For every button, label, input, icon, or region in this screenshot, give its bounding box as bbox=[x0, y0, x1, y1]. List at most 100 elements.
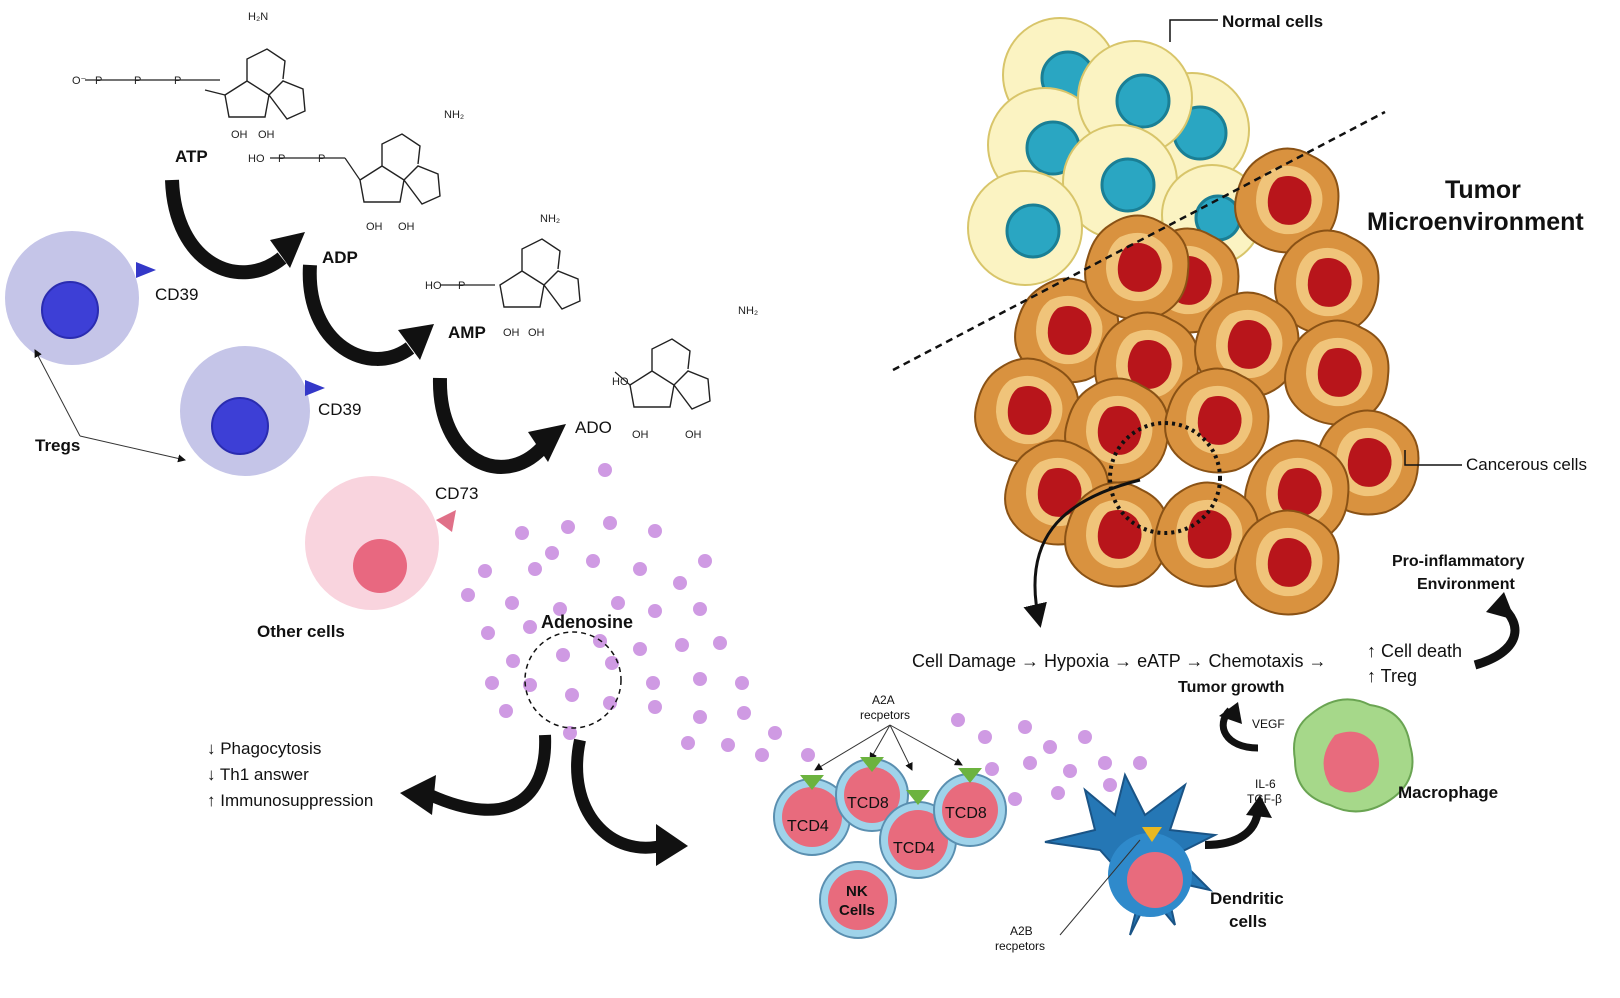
adenosine-dot bbox=[499, 704, 513, 718]
cascade-text: Cell Damage → Hypoxia → eATP → Chemotaxi… bbox=[912, 651, 1327, 671]
adenosine-dot bbox=[673, 576, 687, 590]
nk-cell bbox=[819, 861, 897, 939]
adenosine-dot bbox=[603, 696, 617, 710]
adenosine-dot bbox=[693, 672, 707, 686]
adenosine-dot bbox=[1133, 756, 1147, 770]
effect-immunosuppression: ↑ Immunosuppression bbox=[207, 791, 374, 810]
ado-label: ADO bbox=[575, 418, 612, 437]
svg-text:P: P bbox=[458, 280, 465, 292]
svg-text:HO: HO bbox=[248, 153, 265, 165]
adenosine-dot bbox=[561, 520, 575, 534]
adenosine-dot bbox=[1023, 756, 1037, 770]
a2a-pointers bbox=[814, 724, 963, 771]
cancer-cell bbox=[1064, 481, 1170, 588]
adenosine-dot bbox=[1063, 764, 1077, 778]
adenosine-dot bbox=[485, 676, 499, 690]
dendritic-label-1: Dendritic bbox=[1210, 889, 1284, 908]
tumor-title-line2: Microenvironment bbox=[1367, 208, 1584, 236]
dendritic-cell bbox=[1044, 772, 1219, 936]
svg-text:O⁻: O⁻ bbox=[72, 75, 87, 87]
cancer-cell bbox=[1274, 229, 1380, 336]
svg-text:P: P bbox=[174, 75, 181, 87]
cancer-cell bbox=[1154, 481, 1260, 588]
tumor-growth-label: Tumor growth bbox=[1178, 679, 1285, 696]
tregs-label: Tregs bbox=[35, 436, 81, 455]
adenosine-dot bbox=[1018, 720, 1032, 734]
adenosine-dot bbox=[648, 524, 662, 538]
adenosine-dot bbox=[565, 688, 579, 702]
cd39-label-2: CD39 bbox=[318, 400, 362, 419]
adenosine-dot bbox=[1078, 730, 1092, 744]
adenosine-dot bbox=[515, 526, 529, 540]
tregs-pointer-2 bbox=[79, 435, 186, 463]
adenosine-dot bbox=[556, 648, 570, 662]
normal-cell bbox=[967, 170, 1083, 286]
a2b-label-1: A2B bbox=[1010, 924, 1033, 938]
cancer-cells-group bbox=[974, 147, 1420, 616]
cancer-cell bbox=[974, 357, 1080, 464]
ado-structure: HO OH OH NH₂ bbox=[612, 305, 758, 441]
nk-label-2: Cells bbox=[839, 902, 875, 919]
cancer-cell bbox=[1004, 439, 1110, 546]
tcd4-cell-1 bbox=[773, 775, 851, 856]
pro-inflammatory-label-2: Environment bbox=[1417, 576, 1515, 593]
divider-line bbox=[892, 110, 1386, 372]
adenosine-zoom-circle bbox=[524, 631, 622, 729]
cd39-label-1: CD39 bbox=[155, 285, 199, 304]
adenosine-dot bbox=[1051, 786, 1065, 800]
adenosine-dot bbox=[1103, 778, 1117, 792]
adenosine-dot bbox=[528, 562, 542, 576]
svg-text:OH: OH bbox=[398, 221, 415, 233]
cd73-label: CD73 bbox=[435, 484, 479, 503]
tcd8-cell-2 bbox=[933, 768, 1007, 847]
cancerous-cells-label: Cancerous cells bbox=[1466, 455, 1587, 474]
normal-cells-label: Normal cells bbox=[1222, 12, 1324, 31]
adenosine-dot bbox=[1043, 740, 1057, 754]
tregs-pointer-1 bbox=[34, 349, 81, 437]
adenosine-dot bbox=[523, 620, 537, 634]
cancer-cell bbox=[1234, 509, 1340, 616]
tgfb-label: TGF-β bbox=[1247, 792, 1282, 806]
adenosine-dot bbox=[633, 562, 647, 576]
adenosine-dot bbox=[755, 748, 769, 762]
adp-label: ADP bbox=[322, 248, 358, 267]
svg-text:OH: OH bbox=[528, 327, 545, 339]
a2a-receptor bbox=[860, 757, 884, 772]
adenosine-dot bbox=[633, 642, 647, 656]
adenosine-dot bbox=[646, 676, 660, 690]
treg-cell-1 bbox=[5, 231, 156, 365]
adenosine-dot bbox=[648, 604, 662, 618]
a2b-receptor bbox=[1142, 827, 1162, 842]
svg-text:OH: OH bbox=[685, 429, 702, 441]
cancer-cells-leader bbox=[1404, 450, 1462, 466]
adenosine-dot bbox=[681, 736, 695, 750]
cancer-cell bbox=[1284, 319, 1390, 426]
adenosine-dot bbox=[801, 748, 815, 762]
svg-text:NH₂: NH₂ bbox=[738, 305, 758, 317]
tcd8-label-2: TCD8 bbox=[945, 805, 987, 822]
other-cells-label: Other cells bbox=[257, 622, 345, 641]
adenosine-dot bbox=[553, 602, 567, 616]
cancer-cell bbox=[1014, 277, 1120, 384]
adenosine-dot bbox=[598, 463, 612, 477]
svg-text:P: P bbox=[278, 153, 285, 165]
adenosine-dot bbox=[951, 713, 965, 727]
adenosine-dot bbox=[693, 602, 707, 616]
adenosine-dot bbox=[675, 638, 689, 652]
adenosine-dot bbox=[1098, 756, 1112, 770]
adenosine-dot bbox=[713, 636, 727, 650]
tumor-title-line1: Tumor bbox=[1445, 176, 1521, 204]
svg-text:OH: OH bbox=[632, 429, 649, 441]
adenosine-dot bbox=[768, 726, 782, 740]
effect-th1: ↓ Th1 answer bbox=[207, 765, 309, 784]
svg-text:OH: OH bbox=[231, 129, 248, 141]
adenosine-dot bbox=[461, 588, 475, 602]
adenosine-dot bbox=[586, 554, 600, 568]
atp-structure: O⁻ P P P OH OH H₂N bbox=[72, 11, 306, 141]
adenosine-dot bbox=[545, 546, 559, 560]
a2a-receptor bbox=[800, 775, 824, 790]
a2a-receptor bbox=[906, 790, 930, 805]
adenosine-dot bbox=[698, 554, 712, 568]
